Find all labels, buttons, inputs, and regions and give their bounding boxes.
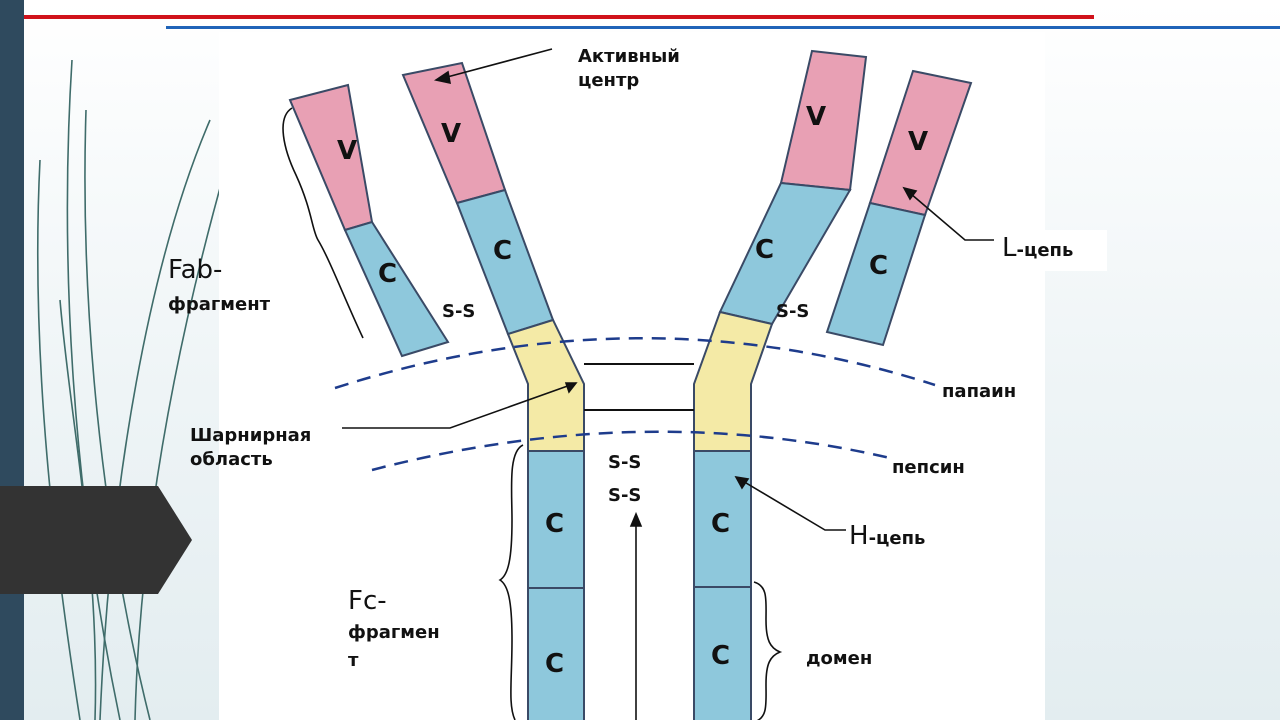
h-chain-prefix: H [849, 521, 869, 551]
papain-cleavage-line [334, 337, 936, 390]
left-light-chain-c [343, 220, 450, 358]
h-chain-suffix: -цепь [868, 528, 926, 549]
left-fc-c2-label: C [545, 509, 565, 539]
sidebar-bar [0, 0, 24, 720]
h-chain-pointer [735, 476, 846, 531]
active-center-label: Активный центр [578, 46, 680, 91]
papain-label: папаин [942, 380, 1029, 404]
fc-prefix: Fc- [348, 586, 387, 616]
l-chain-prefix: L [1002, 233, 1017, 263]
fab-fragment-label: Fab- фрагмент [168, 254, 270, 321]
header-blue-line [166, 26, 1280, 29]
right-light-chain-v-label: V [908, 127, 929, 157]
left-fc-c3 [527, 587, 585, 720]
fab-suffix: фрагмент [168, 294, 271, 315]
right-hinge [693, 310, 774, 452]
pepsin-label: пепсин [892, 457, 965, 478]
domain-brace [753, 581, 783, 720]
right-light-chain-c-label: C [869, 251, 889, 281]
ss-label-right: S-S [776, 301, 810, 322]
l-chain-pointer [903, 187, 994, 241]
ss-label-center-1: S-S [608, 452, 642, 473]
left-heavy-chain-c-label: C [493, 236, 513, 266]
hinge-pointer [342, 382, 577, 429]
fab-brace [282, 107, 364, 339]
ss-label-center-2: S-S [608, 485, 642, 506]
hinge-region-label: Шарнирная область [190, 425, 312, 470]
right-heavy-chain-v-label: V [806, 102, 827, 132]
header-red-line [24, 15, 1094, 19]
domain-label: домен [806, 648, 873, 669]
right-fc-c2-label: C [711, 509, 731, 539]
h-chain-label: H-цепь [849, 521, 926, 551]
ss-label-left: S-S [442, 301, 476, 322]
right-fc-c3-label: C [711, 641, 731, 671]
active-center-pointer [435, 48, 553, 81]
decorative-grass-lines [36, 59, 226, 720]
l-chain-suffix: -цепь [1016, 240, 1074, 261]
left-light-chain-c-label: C [378, 259, 398, 289]
pepsin-cleavage-line [371, 430, 891, 472]
right-fc-c2 [693, 450, 752, 588]
slide-arrow-tab [0, 486, 192, 594]
left-heavy-chain-v-label: V [441, 119, 462, 149]
fc-suffix: фрагмен т [348, 622, 440, 671]
right-heavy-chain-c-label: C [755, 235, 775, 265]
right-light-chain-c [825, 201, 927, 347]
right-fc-c3 [693, 586, 752, 720]
l-chain-label: L-цепь [1000, 230, 1108, 271]
fab-prefix: Fab- [168, 255, 223, 285]
fc-fragment-label: Fc- фрагмен т [348, 586, 440, 676]
left-light-chain-v [288, 83, 374, 232]
fc-brace [498, 444, 524, 720]
left-fc-c3-label: C [545, 649, 565, 679]
left-light-chain-v-label: V [337, 136, 358, 166]
